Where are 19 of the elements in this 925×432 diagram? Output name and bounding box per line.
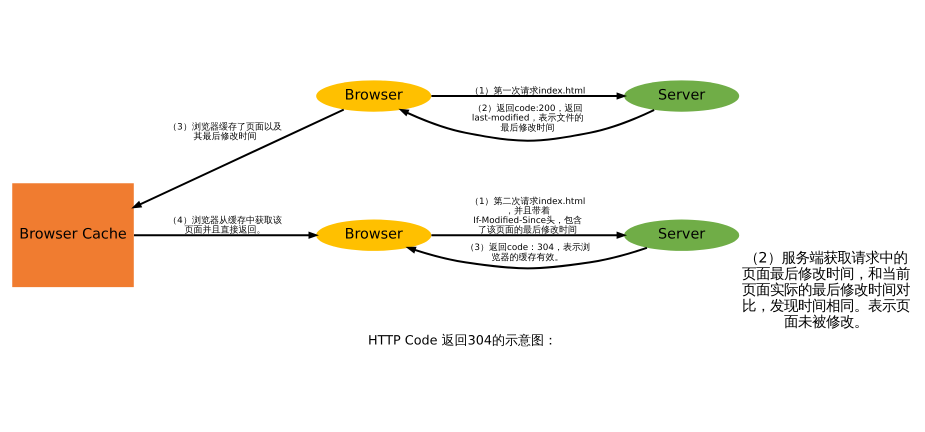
arrow bbox=[431, 92, 628, 100]
node-label: （2）服务端获取请求中的页面最后修改时间，和当前页面实际的最后修改时间对比，发现时间相同。表示页面未被修改。 bbox=[742, 250, 910, 331]
arrow bbox=[431, 232, 628, 239]
node-ellipse: Browser bbox=[316, 220, 432, 251]
arrow bbox=[134, 232, 319, 239]
arrow bbox=[406, 246, 648, 270]
edge-label: （1）第二次请求index.html，并且带着If-Modified-Since头，包含了该页面的最后修改时间 bbox=[470, 196, 586, 236]
edge-label: （2）返回code:200，返回last-modified，表示文件的最后修改时间 bbox=[472, 104, 584, 134]
edge-label: （4）浏览器从缓存中获取该页面并且直接返回。 bbox=[168, 216, 282, 236]
edge-label: （1）第一次请求index.html bbox=[470, 86, 586, 96]
arrow bbox=[131, 108, 344, 208]
node-box: Browser Cache bbox=[12, 183, 134, 288]
node-ellipse: Server bbox=[624, 220, 740, 251]
arrow bbox=[398, 108, 655, 142]
node-ellipse: Browser bbox=[316, 80, 432, 112]
diagram-title: HTTP Code 返回304的示意图： bbox=[368, 333, 557, 348]
node-ellipse: Server bbox=[624, 80, 740, 112]
edge-label: （3）浏览器缓存了页面以及其最后修改时间 bbox=[168, 122, 282, 142]
edge-label: （3）返回code：304，表示浏览器的缓存有效。 bbox=[465, 243, 590, 263]
